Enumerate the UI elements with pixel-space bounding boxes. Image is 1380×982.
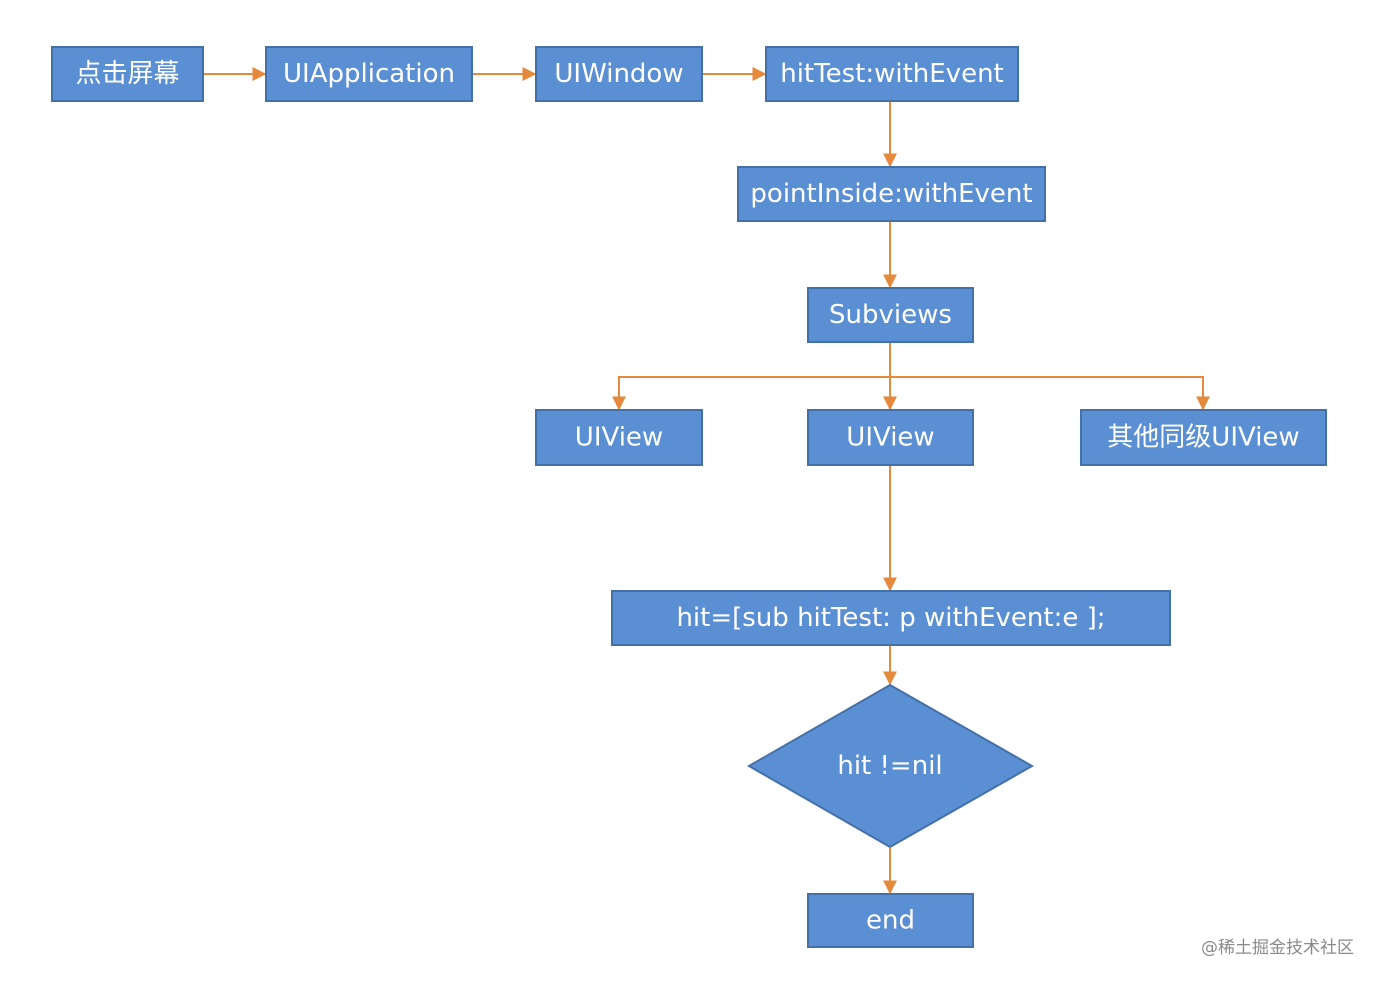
watermark: @稀土掘金技术社区: [1201, 938, 1354, 958]
node-tap-screen: 点击屏幕: [51, 46, 204, 102]
edges: [203, 67, 1210, 895]
node-uiview-center-label: UIView: [846, 423, 934, 453]
node-hit-call: hit=[sub hitTest: p withEvent:e ];: [611, 590, 1171, 646]
node-end-label: end: [866, 906, 915, 936]
node-ui-application: UIApplication: [265, 46, 473, 102]
node-hit-not-nil-label: hit !=nil: [837, 751, 942, 781]
node-hit-call-label: hit=[sub hitTest: p withEvent:e ];: [676, 603, 1105, 633]
node-ui-window-label: UIWindow: [554, 59, 683, 89]
node-uiview-left-label: UIView: [575, 423, 663, 453]
node-sibling-uiview-label: 其他同级UIView: [1107, 423, 1299, 453]
node-ui-application-label: UIApplication: [283, 59, 455, 89]
edge-subviews-to-left-uiview: [612, 376, 890, 411]
node-subviews-label: Subviews: [829, 300, 952, 330]
node-hit-not-nil-decision: hit !=nil: [746, 683, 1035, 849]
node-uiview-left: UIView: [535, 409, 703, 466]
node-sibling-uiview: 其他同级UIView: [1080, 409, 1327, 466]
node-end: end: [807, 893, 974, 948]
node-point-inside-label: pointInside:withEvent: [750, 179, 1032, 209]
node-ui-window: UIWindow: [535, 46, 703, 102]
node-point-inside: pointInside:withEvent: [737, 166, 1046, 222]
node-tap-screen-label: 点击屏幕: [75, 59, 179, 89]
node-hit-test: hitTest:withEvent: [765, 46, 1019, 102]
node-subviews: Subviews: [807, 287, 974, 343]
node-hit-test-label: hitTest:withEvent: [780, 59, 1004, 89]
edge-subviews-to-sibling-uiview: [890, 376, 1210, 411]
node-uiview-center: UIView: [807, 409, 974, 466]
